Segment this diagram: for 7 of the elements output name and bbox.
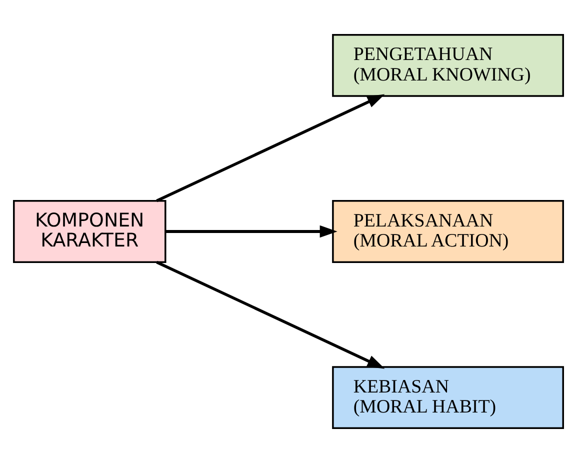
arrow bbox=[166, 224, 338, 238]
arrow bbox=[156, 260, 385, 368]
node-box: KEBIASAN (MORAL HABIT) bbox=[332, 366, 564, 429]
node-box: PELAKSANAAN (MORAL ACTION) bbox=[332, 200, 564, 262]
node-box: PENGETAHUAN (MORAL KNOWING) bbox=[332, 33, 564, 96]
arrow bbox=[156, 94, 385, 202]
node-box: KOMPONEN KARAKTER bbox=[13, 200, 166, 262]
